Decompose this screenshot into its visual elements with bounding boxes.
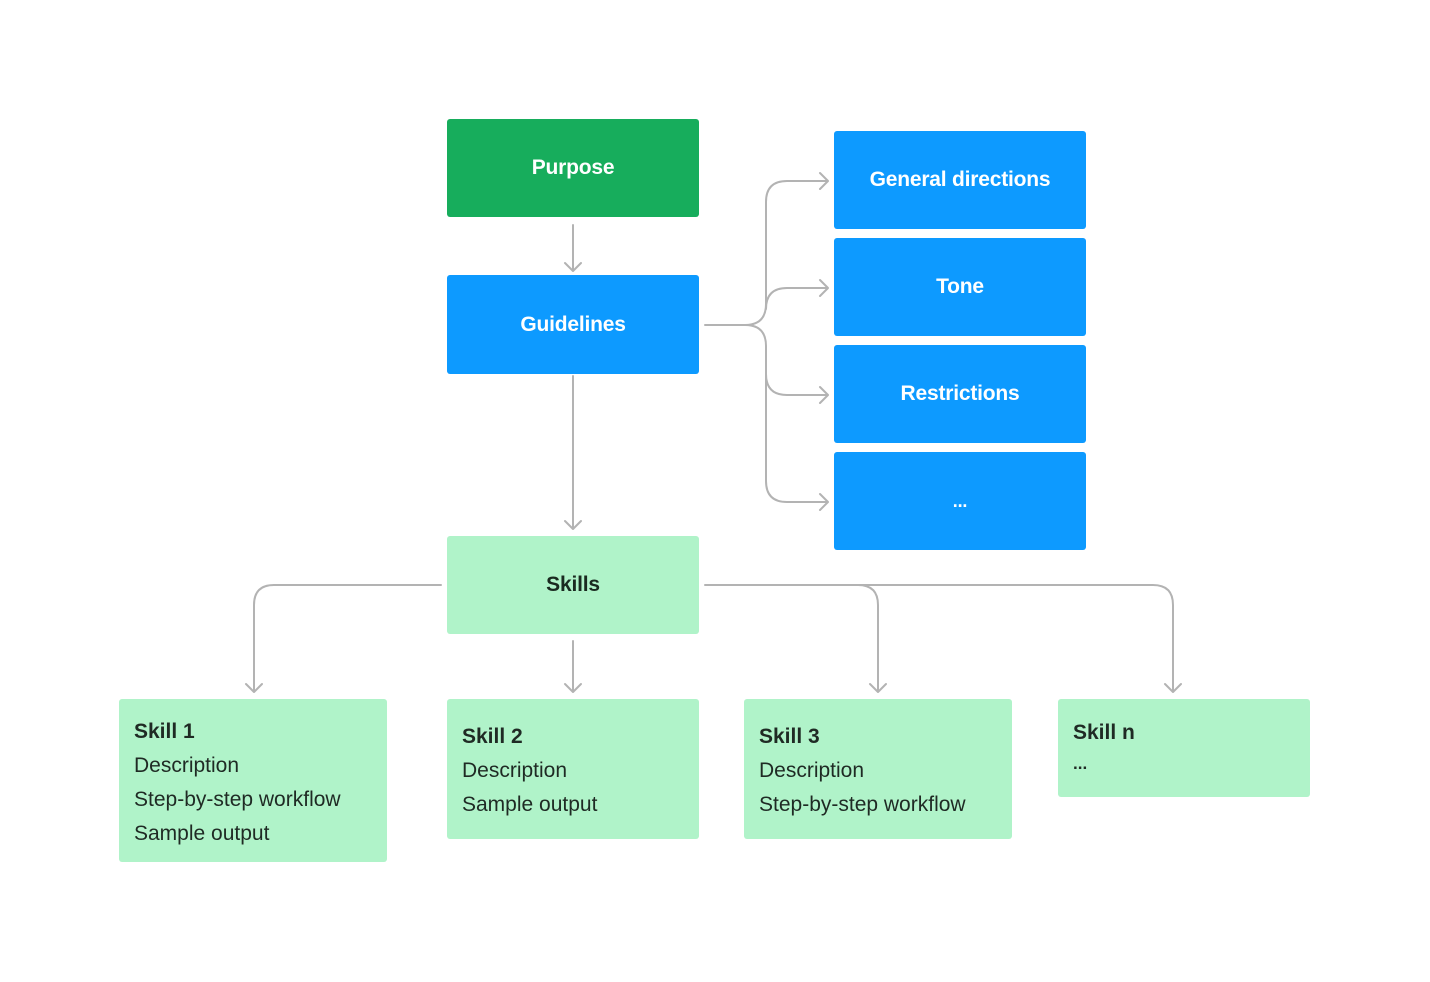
skill-card-title: Skill 1 [134, 720, 195, 743]
arrow-to-restrictions [744, 324, 829, 404]
skill-card-line: ... [1073, 754, 1088, 773]
purpose-label: Purpose [531, 156, 615, 179]
skills-node[interactable]: Skills [447, 536, 699, 634]
guideline-item-label: ... [952, 490, 968, 511]
skill-card-line: Description [134, 754, 240, 777]
skill-card-line: Description [462, 759, 568, 782]
guideline-item-label: General directions [869, 168, 1051, 191]
skills-label: Skills [546, 573, 600, 596]
skill-card-line: Sample output [134, 822, 270, 845]
guidelines-node[interactable]: Guidelines [447, 275, 699, 374]
skill-card-1[interactable]: Skill 1 Description Step-by-step workflo… [119, 699, 387, 862]
arrow-to-skill-2 [564, 640, 582, 693]
skill-card-title: Skill 3 [759, 725, 820, 748]
arrow-to-tone [765, 279, 829, 310]
skill-card-title: Skill 2 [462, 725, 523, 748]
arrow-purpose-to-guidelines [564, 224, 582, 272]
arrow-to-ellipsis-item [765, 373, 829, 511]
guideline-item-restrictions[interactable]: Restrictions [834, 345, 1086, 443]
skill-card-line: Step-by-step workflow [134, 788, 341, 811]
guideline-item-label: Tone [936, 275, 984, 298]
skill-card-n[interactable]: Skill n ... [1058, 699, 1310, 797]
arrow-to-skill-n [857, 584, 1182, 693]
guideline-item-more[interactable]: ... [834, 452, 1086, 550]
purpose-node[interactable]: Purpose [447, 119, 699, 217]
skill-card-2[interactable]: Skill 2 Description Sample output [447, 699, 699, 839]
guideline-item-general-directions[interactable]: General directions [834, 131, 1086, 229]
guideline-item-label: Restrictions [900, 382, 1020, 405]
arrow-to-skill-3 [704, 584, 887, 693]
skill-card-line: Description [759, 759, 865, 782]
skill-card-title: Skill n [1073, 721, 1135, 744]
guideline-item-tone[interactable]: Tone [834, 238, 1086, 336]
guidelines-label: Guidelines [520, 312, 626, 336]
skill-card-line: Sample output [462, 793, 598, 816]
skill-card-3[interactable]: Skill 3 Description Step-by-step workflo… [744, 699, 1012, 839]
arrow-to-skill-1 [245, 584, 442, 693]
arrow-to-general-directions [704, 172, 829, 326]
arrow-guidelines-to-skills [564, 375, 582, 530]
skill-card-line: Step-by-step workflow [759, 793, 966, 816]
